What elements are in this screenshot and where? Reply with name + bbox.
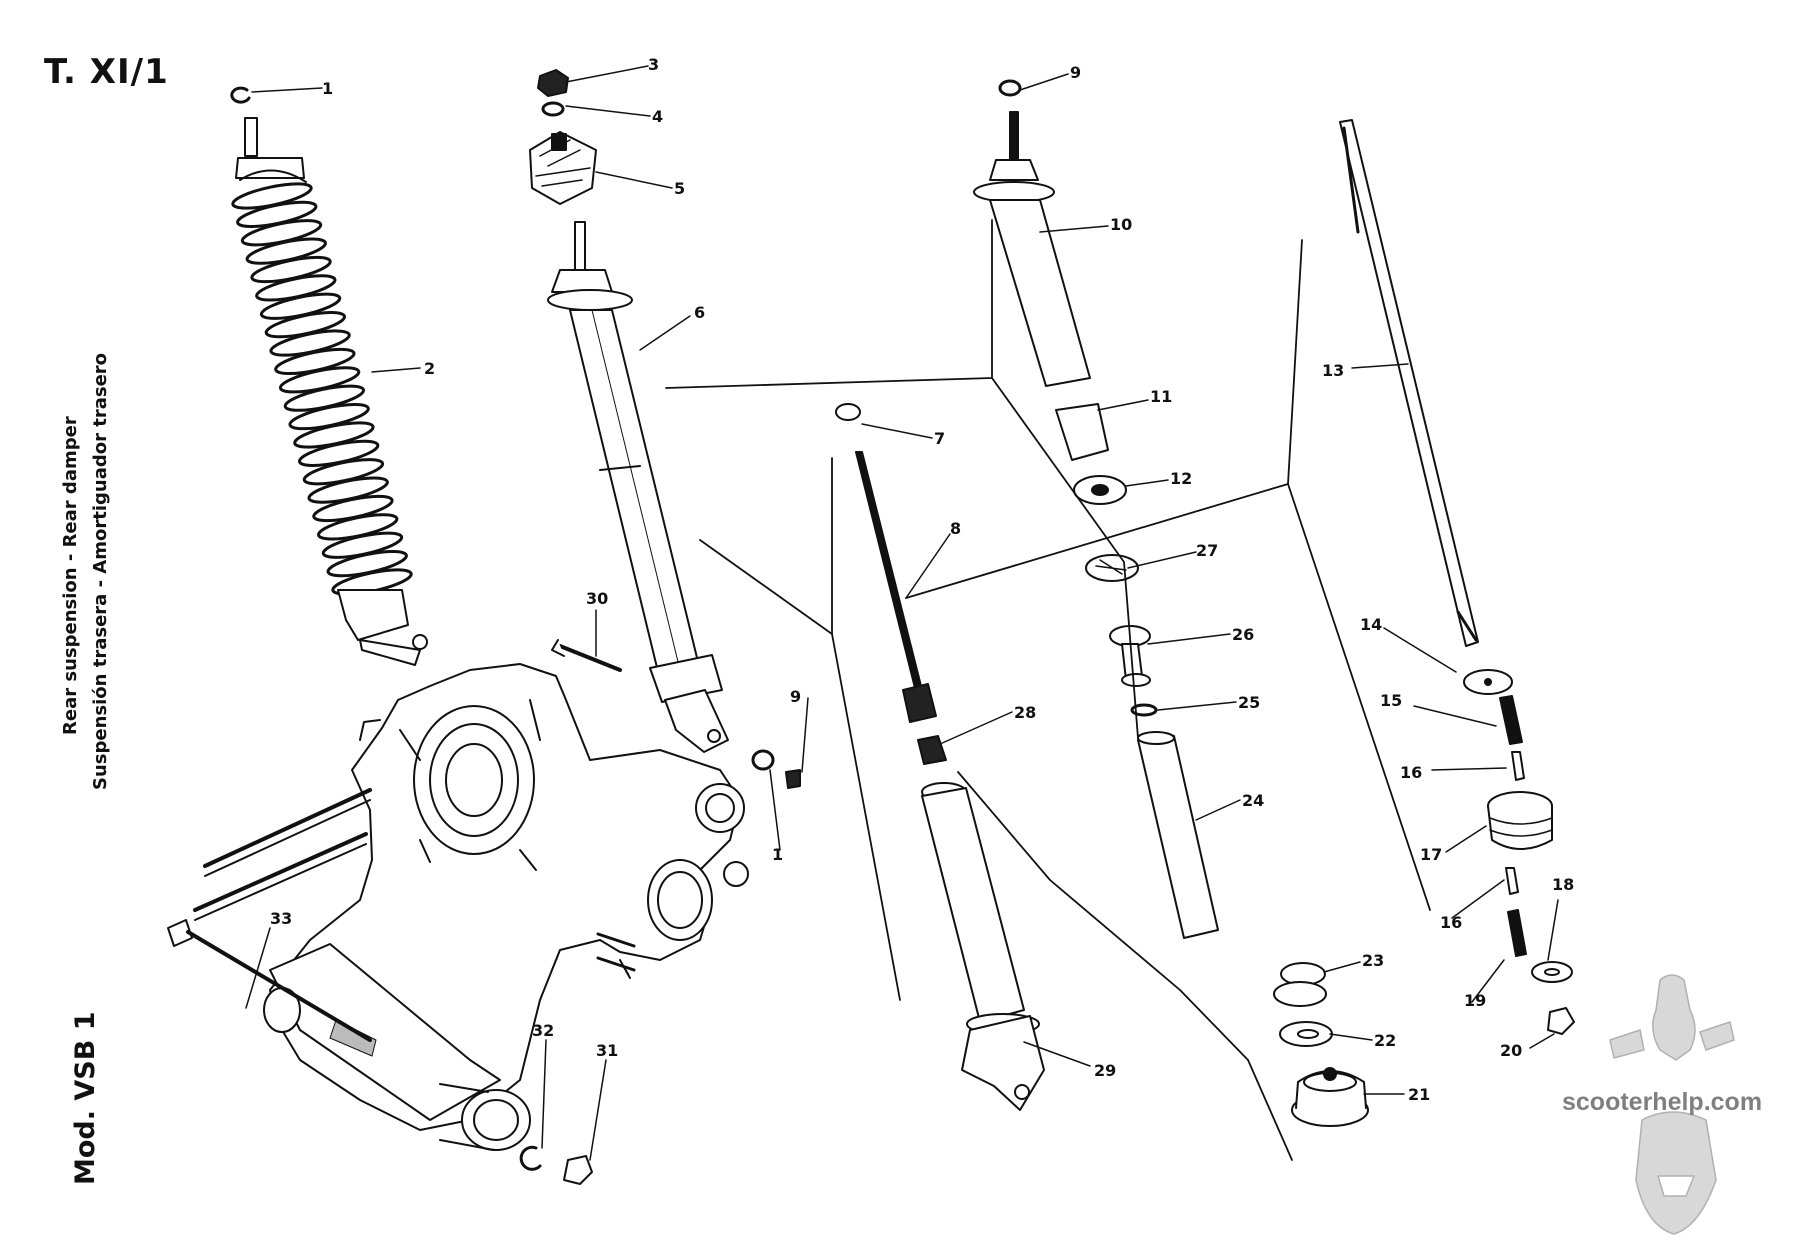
callout-label: 9 xyxy=(790,687,801,706)
callout-label: 2 xyxy=(424,359,435,378)
callout-label: 5 xyxy=(674,179,685,198)
callout-label: 22 xyxy=(1374,1031,1396,1050)
callout-label: 14 xyxy=(1360,615,1382,634)
callout-label: 27 xyxy=(1196,541,1218,560)
clip-ring-part xyxy=(230,86,251,104)
scooter-logo-icon xyxy=(1609,974,1735,1235)
callout-label: 20 xyxy=(1500,1041,1522,1060)
callout-label: 18 xyxy=(1552,875,1574,894)
callout-label: 1 xyxy=(772,845,783,864)
bottom-seal-parts xyxy=(1273,962,1369,1127)
callout-label: 1 xyxy=(322,79,333,98)
callout-leaders xyxy=(245,65,1559,1161)
callout-label: 10 xyxy=(1110,215,1132,234)
callout-label: 31 xyxy=(596,1041,618,1060)
callout-label: 8 xyxy=(950,519,961,538)
caption-english-italian: Rear suspension - Rear damper xyxy=(60,416,81,735)
callout-label: 19 xyxy=(1464,991,1486,1010)
assembly-lines xyxy=(665,219,1431,1161)
callout-label: 6 xyxy=(694,303,705,322)
callout-label: 29 xyxy=(1094,1061,1116,1080)
inner-tube-parts xyxy=(1109,625,1219,939)
callout-label: 24 xyxy=(1242,791,1264,810)
damper-rod-and-lower-tube xyxy=(835,403,1045,1111)
callout-label: 13 xyxy=(1322,361,1344,380)
watermark-text: scooterhelp.com xyxy=(1562,1088,1763,1116)
sheet-title: T. XI/1 xyxy=(44,52,169,92)
callout-label: 12 xyxy=(1170,469,1192,488)
rear-shock-spring-assembly xyxy=(230,86,428,666)
callout-labels: 1 2 3 4 5 6 7 8 9 9 10 11 12 13 14 15 16… xyxy=(270,55,1574,1104)
callout-label: 33 xyxy=(270,909,292,928)
callout-label: 4 xyxy=(652,107,663,126)
upper-tube-parts xyxy=(973,79,1139,582)
callout-label: 23 xyxy=(1362,951,1384,970)
callout-label: 11 xyxy=(1150,387,1172,406)
callout-label: 30 xyxy=(586,589,608,608)
callout-label: 7 xyxy=(934,429,945,448)
caption-spanish: Suspensión trasera - Amortiguador traser… xyxy=(90,352,111,790)
callout-label: 15 xyxy=(1380,691,1402,710)
long-rod-and-valve-parts xyxy=(1339,119,1575,1035)
callout-label: 16 xyxy=(1400,763,1422,782)
damper-body xyxy=(547,221,729,753)
model-label: Mod. VSB 1 xyxy=(70,1011,101,1185)
top-bush-parts xyxy=(529,69,597,205)
callout-label: 26 xyxy=(1232,625,1254,644)
callout-label: 32 xyxy=(532,1021,554,1040)
callout-label: 3 xyxy=(648,55,659,74)
callout-label: 17 xyxy=(1420,845,1442,864)
callout-label: 16 xyxy=(1440,913,1462,932)
swing-arm-casting xyxy=(167,639,801,1185)
coil-spring xyxy=(231,182,413,596)
callout-label: 21 xyxy=(1408,1085,1430,1104)
callout-label: 25 xyxy=(1238,693,1260,712)
callout-label: 28 xyxy=(1014,703,1036,722)
callout-label: 9 xyxy=(1070,63,1081,82)
